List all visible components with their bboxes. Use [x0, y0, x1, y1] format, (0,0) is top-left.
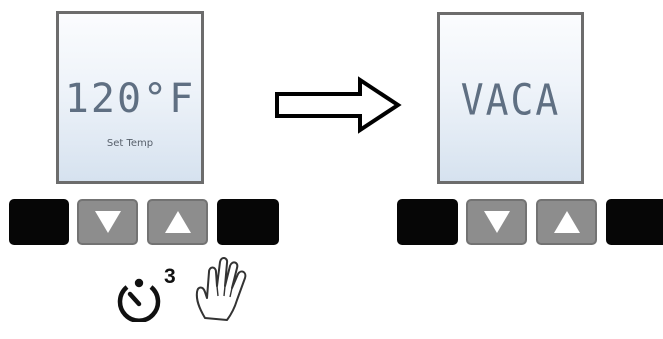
right-display: VACA — [437, 12, 584, 184]
up-triangle-icon — [553, 211, 580, 233]
hold-seconds-count: 3 — [164, 265, 176, 288]
down-triangle-icon — [94, 211, 121, 233]
down-button[interactable] — [77, 199, 138, 245]
right-black-button-2[interactable] — [606, 199, 663, 245]
timer-icon — [117, 278, 161, 322]
right-black-button[interactable] — [217, 199, 279, 245]
set-temp-label: Set Temp — [106, 138, 154, 149]
down-button-2[interactable] — [466, 199, 527, 245]
mode-reading: VACA — [460, 75, 561, 125]
hand-pointer-icon — [195, 257, 247, 321]
left-black-button-2[interactable] — [397, 199, 458, 245]
temperature-reading: 120°F — [64, 76, 196, 122]
right-arrow-icon — [275, 76, 402, 134]
up-button[interactable] — [147, 199, 208, 245]
up-button-2[interactable] — [536, 199, 597, 245]
left-black-button[interactable] — [9, 199, 69, 245]
up-triangle-icon — [164, 211, 191, 233]
left-display: 120°F Set Temp — [56, 11, 204, 184]
down-triangle-icon — [483, 211, 510, 233]
